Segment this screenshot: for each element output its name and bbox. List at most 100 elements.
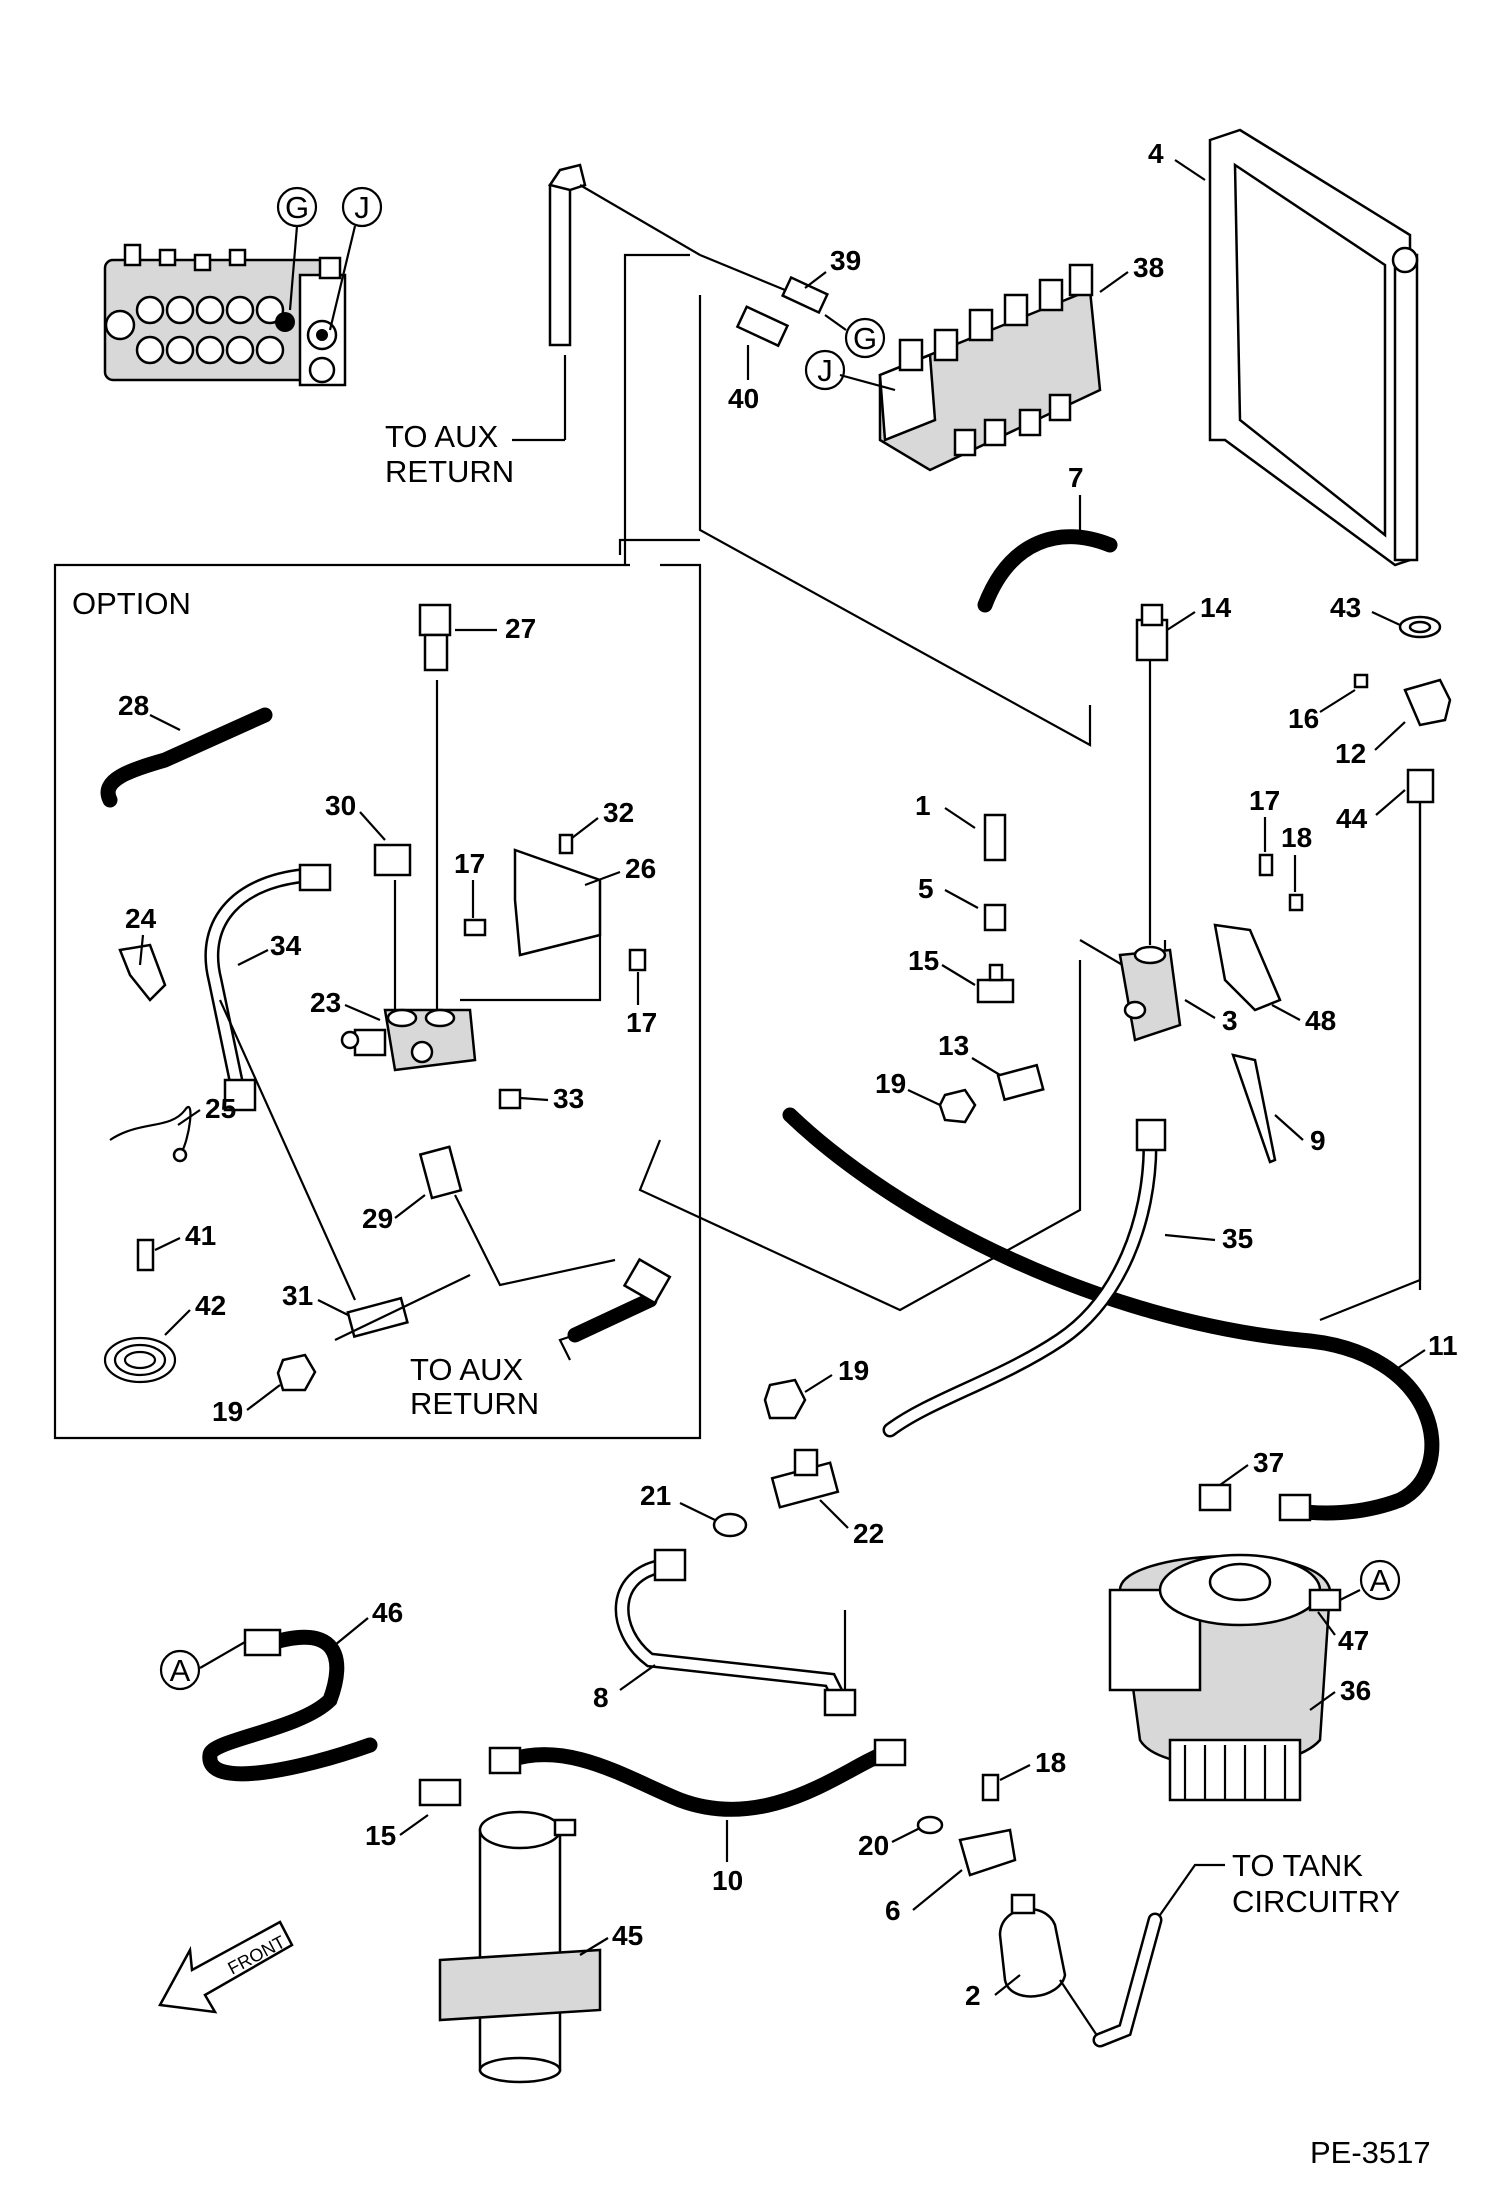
callout-38: 38 (1133, 252, 1164, 283)
callout-46: 46 (372, 1597, 403, 1628)
callout-33: 33 (553, 1083, 584, 1114)
callout-32: 32 (603, 797, 634, 828)
port-a-callout-motor: A (1339, 1559, 1401, 1601)
port-j-callout-main: J (804, 349, 896, 392)
callout-9: 9 (1310, 1125, 1326, 1156)
callout-36: 36 (1340, 1675, 1371, 1706)
svg-text:RETURN: RETURN (410, 1386, 539, 1421)
tube-34 (204, 867, 318, 1108)
callout-27: 27 (505, 613, 536, 644)
tube-8 (614, 1557, 848, 1708)
callout-14: 14 (1200, 592, 1232, 623)
tube-34-nut (298, 863, 332, 892)
svg-text:RETURN: RETURN (385, 454, 514, 489)
callout-43: 43 (1330, 592, 1361, 623)
callout-numbers: 1 2 3 4 5 6 7 8 9 10 11 12 13 14 15 15 1… (118, 138, 1458, 2011)
nut-21 (712, 1512, 748, 1538)
port-j-callout-reference: J (328, 186, 383, 331)
callout-1: 1 (915, 790, 931, 821)
front-arrow: FRONT (158, 1920, 294, 2014)
tube-8-end (823, 1688, 857, 1717)
hose-10-fitting-b (873, 1738, 907, 1767)
callout-19-option: 19 (212, 1396, 243, 1427)
bracket-12 (1403, 678, 1452, 727)
hose-46 (202, 1629, 378, 1782)
oil-cooler (1208, 128, 1419, 567)
callout-25: 25 (205, 1093, 236, 1124)
aux-return-hose-option (454, 1194, 672, 1343)
swing-motor-36 (1108, 1553, 1332, 1802)
check-valve-outlet (1059, 1979, 1101, 2041)
swivel-joint-45 (438, 1810, 602, 2084)
callout-37: 37 (1253, 1447, 1284, 1478)
port-g-callout-main: G (824, 314, 886, 359)
tube-34-nut-lower (223, 1078, 257, 1112)
svg-text:TO AUX: TO AUX (410, 1352, 523, 1387)
callout-17-option-b: 17 (626, 1007, 657, 1038)
tee-31 (346, 1296, 409, 1339)
callout-34: 34 (270, 930, 302, 961)
callout-41: 41 (185, 1220, 216, 1251)
elbow-30 (373, 843, 412, 877)
tube-8-nut (653, 1548, 687, 1582)
fitting-1 (983, 813, 1007, 862)
hose-46-fitting (243, 1628, 282, 1657)
callout-48: 48 (1305, 1005, 1336, 1036)
svg-text:G: G (285, 190, 309, 225)
callout-18-lower: 18 (1035, 1747, 1066, 1778)
fitting-44 (1406, 768, 1435, 804)
callout-30: 30 (325, 790, 356, 821)
callout-4: 4 (1148, 138, 1164, 169)
to-aux-return-note-top: TO AUX RETURN (385, 355, 567, 489)
svg-text:TO TANK: TO TANK (1232, 1848, 1363, 1883)
to-tank-hose-inner (1095, 1915, 1160, 2045)
callout-45: 45 (612, 1920, 643, 1951)
tee-15-upper (976, 963, 1015, 1004)
aux-return-tube-top (547, 163, 786, 347)
tee-15-lower (418, 1778, 462, 1807)
fitting-47 (1308, 1588, 1342, 1612)
callout-16: 16 (1288, 703, 1319, 734)
washer-20 (916, 1815, 944, 1835)
callout-8: 8 (593, 1682, 609, 1713)
option-box (53, 563, 702, 1440)
manifold-block-3 (1118, 945, 1182, 1042)
plate-9 (1231, 1053, 1277, 1164)
callout-15: 15 (908, 945, 939, 976)
fitting-35-nut (1135, 1118, 1167, 1152)
bracket-6 (958, 1828, 1017, 1877)
callout-6: 6 (885, 1895, 901, 1926)
callout-19-center: 19 (875, 1068, 906, 1099)
callout-17-right: 17 (1249, 785, 1280, 816)
elbow-27 (418, 603, 452, 672)
nut-19-center (938, 1088, 977, 1124)
callout-18-right: 18 (1281, 822, 1312, 853)
tube-35 (882, 1137, 1158, 1438)
tee-22 (770, 1448, 840, 1509)
fitting-39 (780, 275, 830, 315)
bolt-18-lower (981, 1773, 1000, 1802)
drawing-id: PE-3517 (1310, 2135, 1431, 2170)
bolt-18-right (1288, 893, 1304, 912)
fitting-29 (418, 1145, 463, 1200)
svg-text:CIRCUITRY: CIRCUITRY (1232, 1884, 1400, 1919)
callout-24: 24 (125, 903, 157, 934)
fitting-37 (1198, 1483, 1312, 1522)
port-g-callout-reference: G (276, 186, 318, 311)
fitting-5 (983, 903, 1007, 932)
callout-15-lower: 15 (365, 1820, 396, 1851)
hose-10 (502, 1742, 898, 1817)
callout-22: 22 (853, 1518, 884, 1549)
main-control-valve (878, 263, 1102, 472)
callout-19-lower: 19 (838, 1355, 869, 1386)
bolt-17-option-b (628, 948, 647, 972)
hose-28 (100, 707, 273, 808)
callout-31: 31 (282, 1280, 313, 1311)
option-label: OPTION (72, 586, 191, 621)
clip-24 (118, 943, 167, 1002)
callout-47: 47 (1338, 1625, 1369, 1656)
port-a-callout-hose: A (159, 1641, 246, 1691)
fitting-40 (735, 305, 790, 348)
callout-2: 2 (965, 1980, 981, 2011)
